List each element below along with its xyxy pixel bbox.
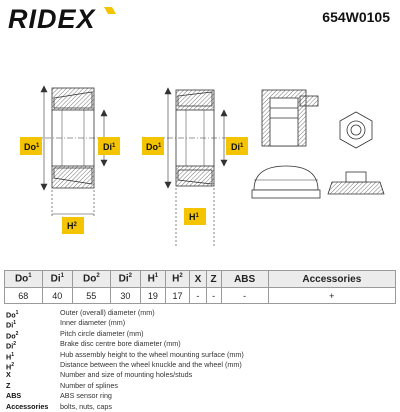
accessory-nut	[327, 111, 385, 195]
spec-col-abs: ABS	[220, 270, 269, 288]
spec-col-z: Z	[205, 270, 222, 288]
spec-col-di1: Di1	[41, 270, 74, 288]
spec-cell: 30	[109, 287, 142, 304]
spec-table: Do1 Di1 Do2 Di2 H1 H2 X Z ABS Accessorie…	[4, 270, 397, 304]
label-h1: H1	[184, 208, 206, 225]
spec-col-do1: Do1	[4, 270, 43, 288]
label-h2: H2	[62, 217, 84, 234]
bearing-2-lower-race	[175, 165, 215, 187]
spec-cell: 17	[164, 287, 191, 304]
spec-cell: -	[205, 287, 222, 304]
label-di1-left: Di1	[98, 137, 120, 155]
bearing-1-lower-race	[51, 165, 95, 189]
spec-cell: 55	[72, 287, 111, 304]
bearing-section-1	[34, 87, 110, 189]
svg-text:H2: H2	[67, 221, 78, 231]
spec-col-x: X	[189, 270, 207, 288]
spec-col-h1: H1	[140, 270, 166, 288]
technical-drawing: Do1 Di1 H2 Do1 Di1 H1	[20, 85, 385, 246]
spec-col-di2: Di2	[109, 270, 142, 288]
bearing-1-upper-race	[51, 87, 95, 111]
spec-cell: -	[220, 287, 269, 304]
spec-cell: 19	[140, 287, 166, 304]
label-do1-right: Do1	[142, 137, 164, 155]
spec-col-accessories: Accessories	[267, 270, 397, 288]
bearing-section-2	[156, 89, 232, 187]
spec-cell: +	[267, 287, 397, 304]
label-do1-left: Do1	[20, 137, 42, 155]
spec-cell: 68	[4, 287, 43, 304]
brand-accent-mark	[104, 7, 116, 14]
accessory-sleeve	[261, 89, 319, 147]
header-bar: RIDEX 654W0105	[0, 0, 400, 36]
accessory-cap	[251, 165, 321, 199]
spec-cell: 40	[41, 287, 74, 304]
brand-logo-text: RIDEX	[8, 5, 97, 31]
bearing-1-dimensions	[40, 85, 108, 218]
spec-col-do2: Do2	[72, 270, 111, 288]
bearing-2-upper-race	[175, 89, 215, 111]
svg-text:H1: H1	[189, 212, 200, 222]
spec-cell: -	[189, 287, 207, 304]
part-number: 654W0105	[322, 9, 390, 25]
brand-logo: RIDEX	[8, 5, 116, 31]
svg-text:Di1: Di1	[231, 142, 244, 152]
svg-text:Do1: Do1	[24, 142, 40, 152]
label-di1-right: Di1	[226, 137, 248, 155]
spec-col-h2: H2	[164, 270, 191, 288]
svg-text:Do1: Do1	[146, 142, 162, 152]
bearing-2-dimensions	[164, 87, 228, 246]
svg-text:Di1: Di1	[103, 142, 116, 152]
spec-value-row: 68 40 55 30 19 17 - - - +	[4, 287, 397, 304]
spec-header-row: Do1 Di1 Do2 Di2 H1 H2 X Z ABS Accessorie…	[4, 270, 397, 288]
